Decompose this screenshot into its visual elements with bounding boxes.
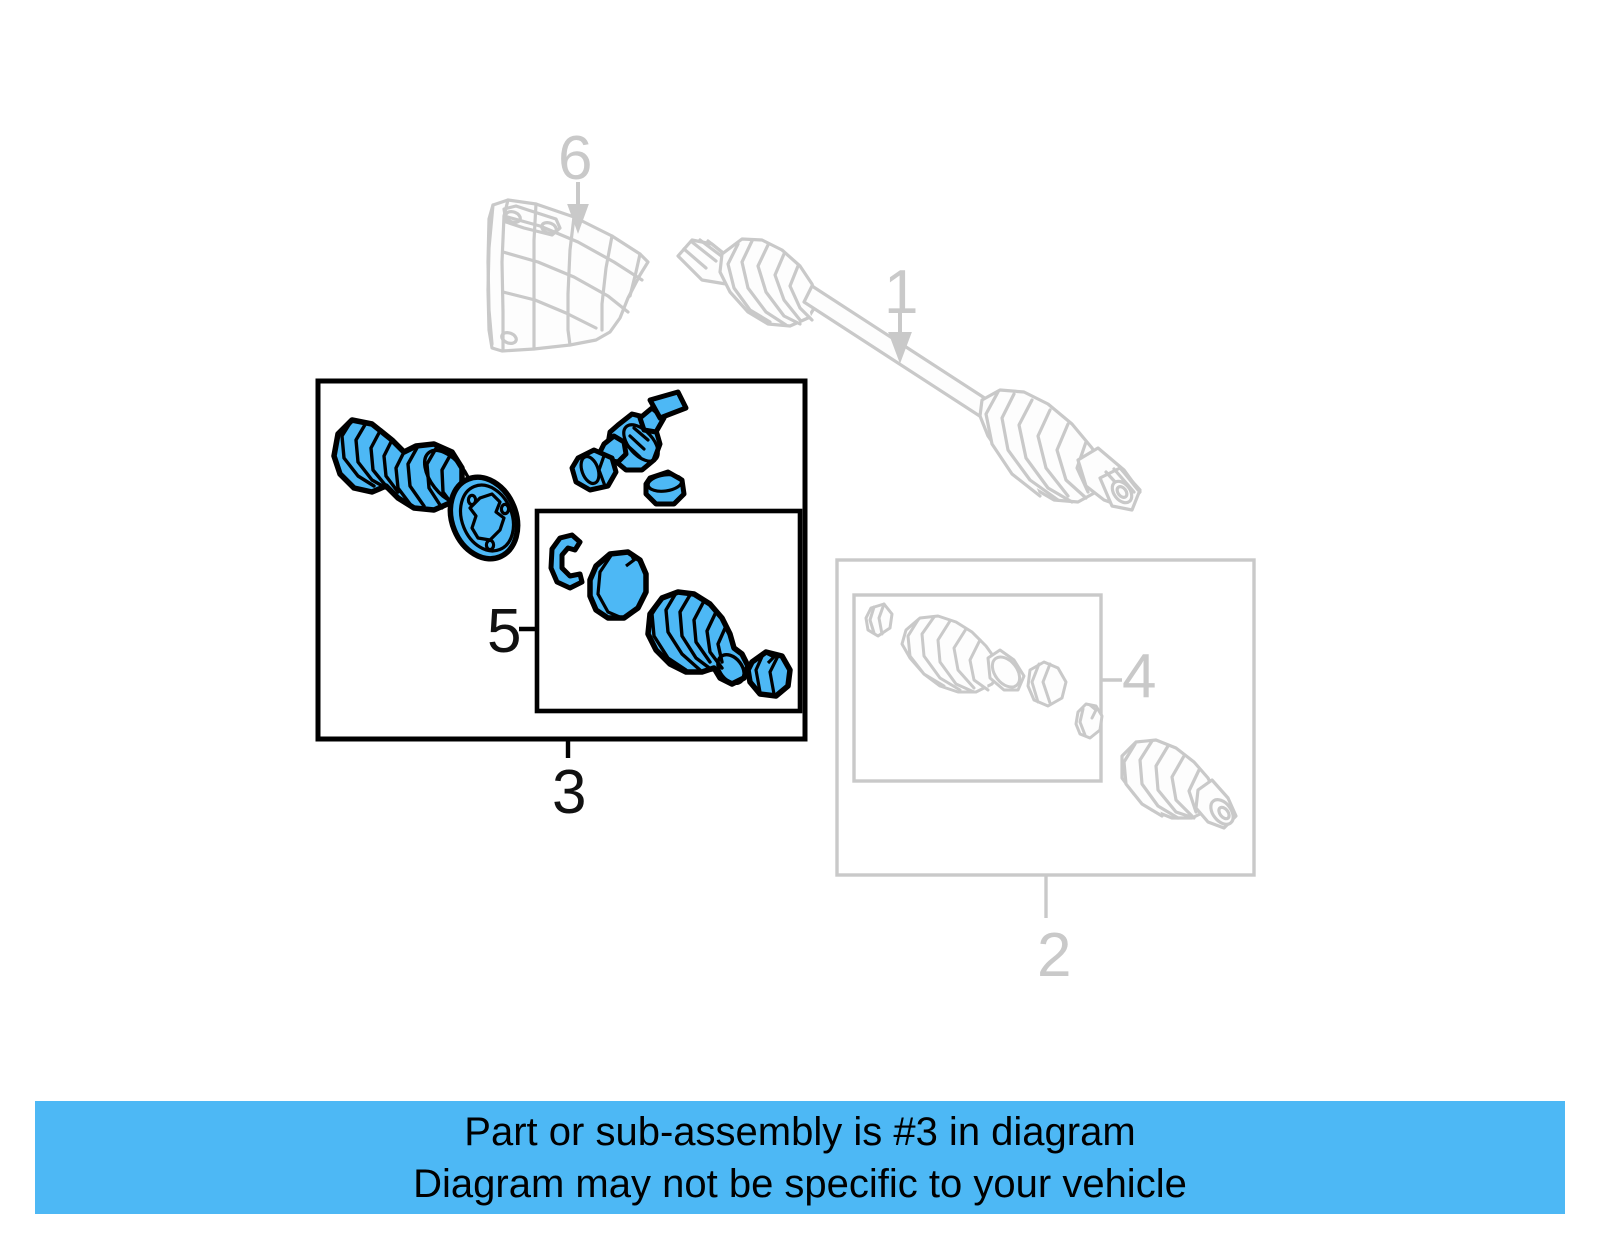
part-tripod-bearing-cap: [647, 389, 689, 421]
part-small-boot-sleeve-detail: [596, 551, 637, 620]
banner-line-2: Diagram may not be specific to your vehi…: [413, 1161, 1187, 1206]
callout-5-label: 5: [487, 597, 522, 666]
banner-line-1: Part or sub-assembly is #3 in diagram: [464, 1109, 1136, 1154]
group-2-box: [835, 558, 1256, 877]
part-roller-bearing-detail: [579, 452, 607, 487]
callout-6-arrow: [567, 182, 589, 234]
group-3-box: [315, 378, 808, 742]
callout-3-label: 3: [552, 758, 587, 827]
callout-1-label: 1: [884, 258, 919, 327]
group-4-box: [852, 593, 1103, 783]
group-5-box: [534, 508, 803, 714]
callout-1-arrow: [888, 312, 912, 364]
part-joint-end-cover-detail: [458, 483, 516, 553]
part-tripod-spider-detail: [622, 423, 660, 463]
part-snap-ring: [548, 532, 585, 591]
info-banner: Part or sub-assembly is #3 in diagram Di…: [35, 1101, 1565, 1214]
part-outer-cv-joint: [1120, 738, 1238, 830]
part-heat-shield: [486, 198, 650, 353]
part-boot-clamp-detail: [754, 651, 780, 695]
part-bellows-boot-detail: [650, 591, 746, 686]
part-needle-bearing-detail: [646, 473, 684, 493]
part-outer-boot-kit: [864, 602, 1104, 740]
callout-6-label: 6: [558, 124, 593, 193]
callout-2-label: 2: [1037, 921, 1072, 990]
part-inner-cv-joint-housing-detail: [340, 418, 474, 510]
callout-4-label: 4: [1122, 642, 1157, 711]
